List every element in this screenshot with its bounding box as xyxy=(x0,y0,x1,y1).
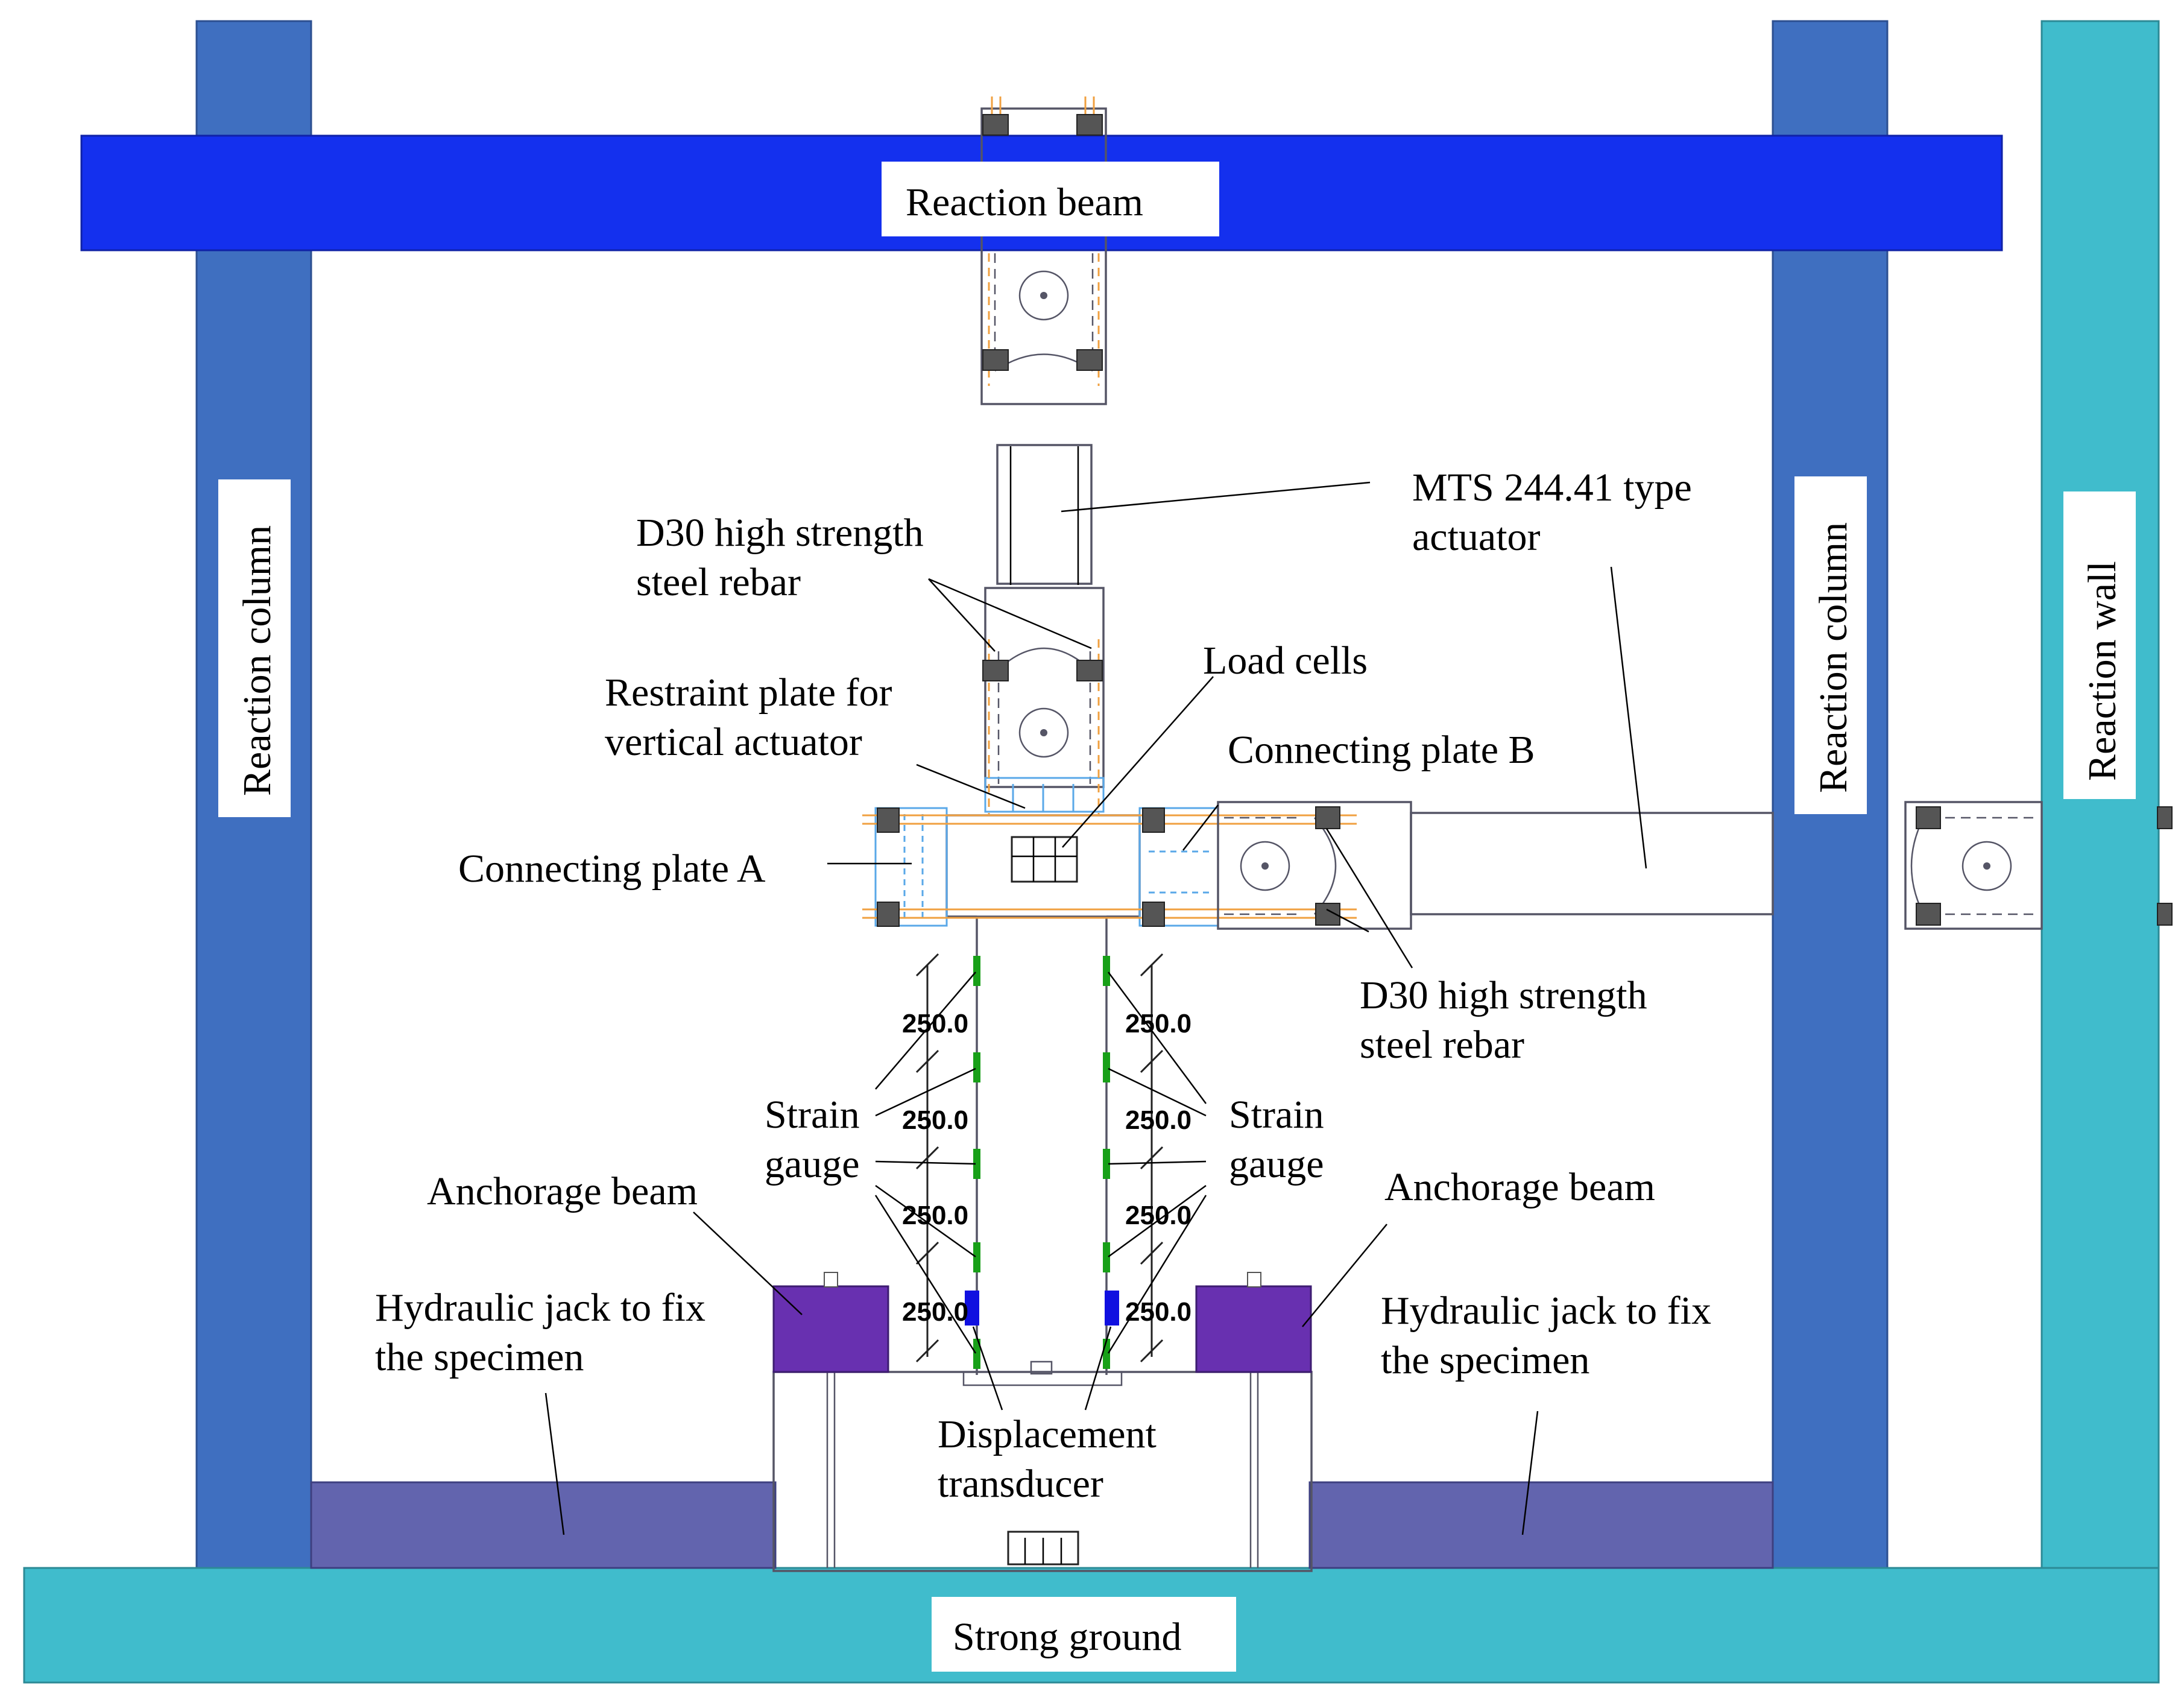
vertical-actuator xyxy=(980,96,1107,814)
anchorage-beam-right xyxy=(1195,1285,1312,1373)
anchorage-beam-left-label: Anchorage beam xyxy=(427,1169,698,1213)
actuator-label-line2: actuator xyxy=(1412,515,1541,559)
connecting-plate-b-label: Connecting plate B xyxy=(1228,728,1535,772)
reaction-column-right-label: Reaction column xyxy=(1811,522,1855,793)
label-box-reaction-wall xyxy=(2063,491,2136,799)
dimension-label: 250.0 xyxy=(1125,1105,1191,1135)
anchorage-beam-left xyxy=(772,1285,889,1373)
connecting-plate-a-label: Connecting plate A xyxy=(458,847,766,891)
dimension-label: 250.0 xyxy=(1125,1297,1191,1327)
dimension-label: 250.0 xyxy=(902,1105,968,1135)
column-specimen xyxy=(772,814,1313,1572)
dimension-label: 250.0 xyxy=(902,1297,968,1327)
rebar-label-right-line2: steel rebar xyxy=(1360,1023,1524,1067)
hydraulic-jack-right xyxy=(1308,1481,1774,1569)
label-box-strong-ground xyxy=(932,1597,1236,1672)
hydraulic-jack-left xyxy=(310,1481,777,1569)
rebar-label-top-line2: steel rebar xyxy=(636,560,801,604)
strain-gauge-right-line1: Strain xyxy=(1229,1093,1324,1137)
label-box-reaction-column-right xyxy=(1794,476,1867,814)
hydraulic-jack-right-line1: Hydraulic jack to fix xyxy=(1381,1289,1711,1333)
displacement-transducer-line1: Displacement xyxy=(938,1412,1157,1456)
reaction-column-left-label: Reaction column xyxy=(235,525,279,796)
leader-lines xyxy=(544,481,1647,1535)
label-box-reaction-beam xyxy=(882,162,1219,236)
strain-gauge-right-line2: gauge xyxy=(1229,1142,1324,1186)
displacement-transducer-line2: transducer xyxy=(938,1462,1103,1506)
restraint-label-line2: vertical actuator xyxy=(605,720,862,764)
strain-gauge-left-line2: gauge xyxy=(765,1142,860,1186)
dimension-label: 250.0 xyxy=(1125,1009,1191,1038)
dimension-chain-left: 250.0 250.0 250.0 250.0 xyxy=(902,953,968,1363)
reaction-beam-label: Reaction beam xyxy=(906,180,1143,224)
actuator-label-line1: MTS 244.41 type xyxy=(1412,466,1692,510)
reaction-wall-label: Reaction wall xyxy=(2080,561,2124,781)
dimension-label: 250.0 xyxy=(902,1009,968,1038)
restraint-label-line1: Restraint plate for xyxy=(605,671,892,715)
horizontal-actuator xyxy=(1217,801,2173,930)
hydraulic-jack-right-line2: the specimen xyxy=(1381,1338,1589,1382)
label-box-reaction-column-left xyxy=(218,479,291,817)
strain-gauge-left-line1: Strain xyxy=(765,1093,860,1137)
hydraulic-jack-left-line2: the specimen xyxy=(375,1335,584,1379)
dimension-label: 250.0 xyxy=(902,1201,968,1230)
dimension-chain-right: 250.0 250.0 250.0 250.0 xyxy=(1125,953,1191,1363)
hydraulic-jack-left-line1: Hydraulic jack to fix xyxy=(375,1286,705,1330)
rebar-label-top-line1: D30 high strength xyxy=(636,511,924,555)
connecting-plates xyxy=(862,807,1357,927)
rebar-label-right-line1: D30 high strength xyxy=(1360,973,1647,1017)
dimension-label: 250.0 xyxy=(1125,1201,1191,1230)
load-cells-label: Load cells xyxy=(1203,639,1368,683)
strong-ground-label: Strong ground xyxy=(953,1615,1182,1659)
anchorage-beam-right-label: Anchorage beam xyxy=(1384,1165,1655,1209)
